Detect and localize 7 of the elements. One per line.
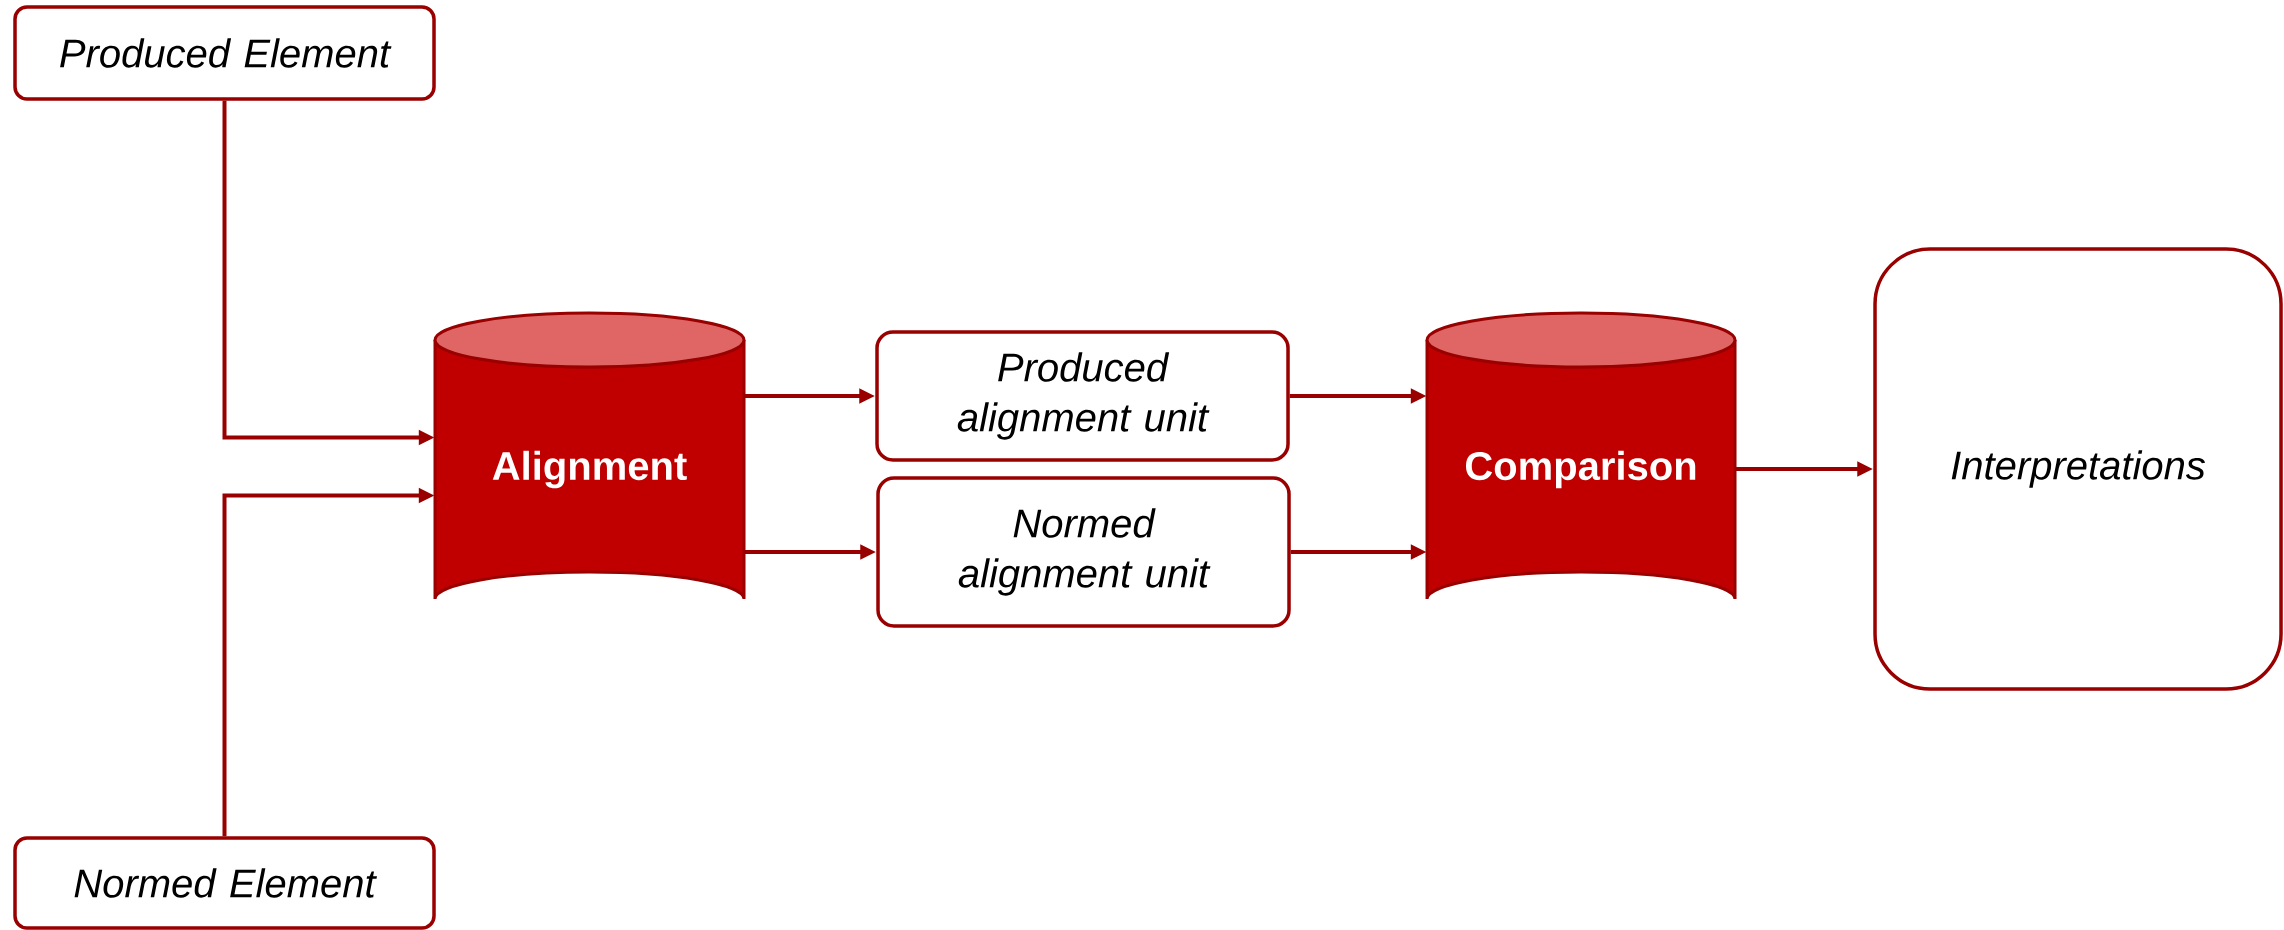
- process-box: Produced alignment unit: [875, 330, 1290, 462]
- process-box: Interpretations: [1873, 247, 2283, 691]
- process-box: Normed Element: [13, 836, 436, 930]
- process-box: Produced Element: [13, 5, 436, 101]
- cylinder: Comparison: [1425, 311, 1737, 601]
- process-box: Normed alignment unit: [876, 476, 1291, 628]
- cylinder: Alignment: [433, 311, 746, 601]
